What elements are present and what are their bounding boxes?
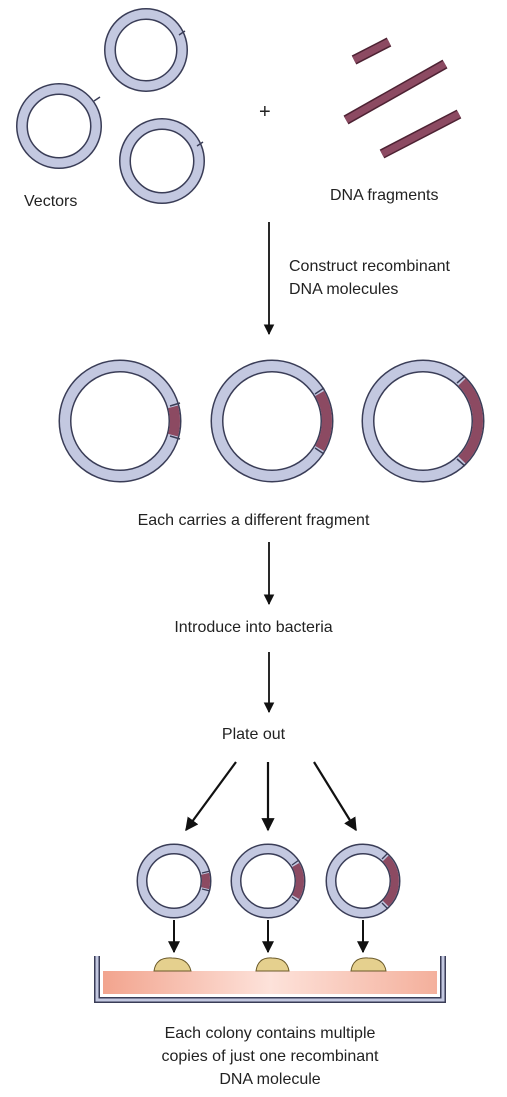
bacterial-colony-2 <box>256 958 289 971</box>
small-plasmid-2 <box>236 849 300 913</box>
dna-fragment-long <box>346 64 445 120</box>
recombinant-plasmid-3 <box>368 366 478 476</box>
recombinant-plasmid-2 <box>217 366 327 476</box>
introduce-label: Introduce into bacteria <box>0 618 507 637</box>
plate-out-label: Plate out <box>0 725 507 744</box>
construct-label-line1: Construct recombinant <box>289 257 450 276</box>
dna-fragment-short <box>354 42 389 60</box>
dna-fragment-medium <box>382 114 459 154</box>
colony-caption-line3: DNA molecule <box>0 1070 507 1089</box>
small-plasmid-3 <box>331 849 395 913</box>
colony-caption-line1: Each colony contains multiple <box>0 1024 507 1043</box>
dna-fragments-label: DNA fragments <box>330 186 438 205</box>
recombinant-plasmid-1 <box>65 366 180 476</box>
small-plasmid-1 <box>142 849 210 913</box>
vectors-label: Vectors <box>24 192 77 211</box>
arrow-colony-right <box>314 762 356 830</box>
each-carries-label: Each carries a different fragment <box>0 511 507 530</box>
bacterial-colony-3 <box>351 958 386 971</box>
vector-plasmid-3 <box>125 124 203 198</box>
vector-plasmid-2 <box>110 14 185 86</box>
vector-plasmid-1 <box>22 89 100 163</box>
plus-sign: + <box>259 103 271 122</box>
arrow-colony-left <box>186 762 236 830</box>
construct-label-line2: DNA molecules <box>289 280 398 299</box>
colony-caption-line2: copies of just one recombinant <box>0 1047 507 1066</box>
bacterial-colony-1 <box>154 958 191 971</box>
